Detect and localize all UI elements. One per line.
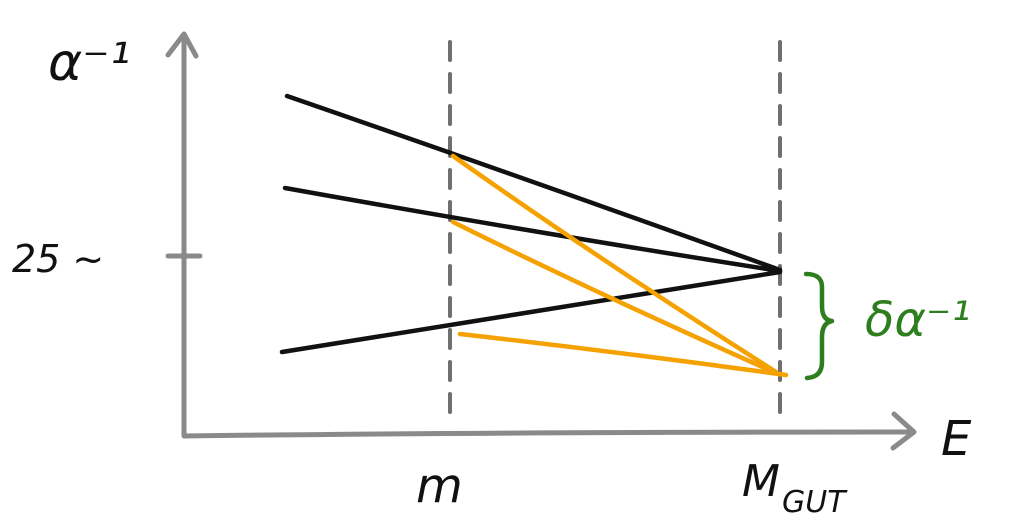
coupling-line-top <box>284 93 783 273</box>
axes <box>165 31 917 451</box>
scale-mgut-main: M <box>742 456 780 507</box>
delta-brace <box>803 271 835 381</box>
scale-m-label: m <box>416 458 463 514</box>
x-axis <box>181 429 915 439</box>
running-couplings <box>279 93 783 355</box>
tick-value-label: 25 ~ <box>12 237 104 281</box>
labels: α⁻¹ 25 ~ E m M GUT δα⁻¹ <box>12 33 972 520</box>
modified-couplings <box>450 153 789 378</box>
coupling-line-bottom <box>279 269 783 355</box>
coupling-line-middle <box>282 185 783 274</box>
orange-line-middle <box>450 219 779 376</box>
orange-line-top <box>450 153 779 375</box>
scale-mgut-sub: GUT <box>782 485 848 520</box>
orange-line-bottom <box>457 331 789 378</box>
x-axis-arrowhead <box>890 411 917 451</box>
scale-lines <box>448 40 782 427</box>
y-axis-arrowhead <box>165 31 199 59</box>
y-axis-label: α⁻¹ <box>48 33 131 93</box>
delta-alpha-label: δα⁻¹ <box>865 292 971 348</box>
x-axis-label: E <box>941 411 972 467</box>
